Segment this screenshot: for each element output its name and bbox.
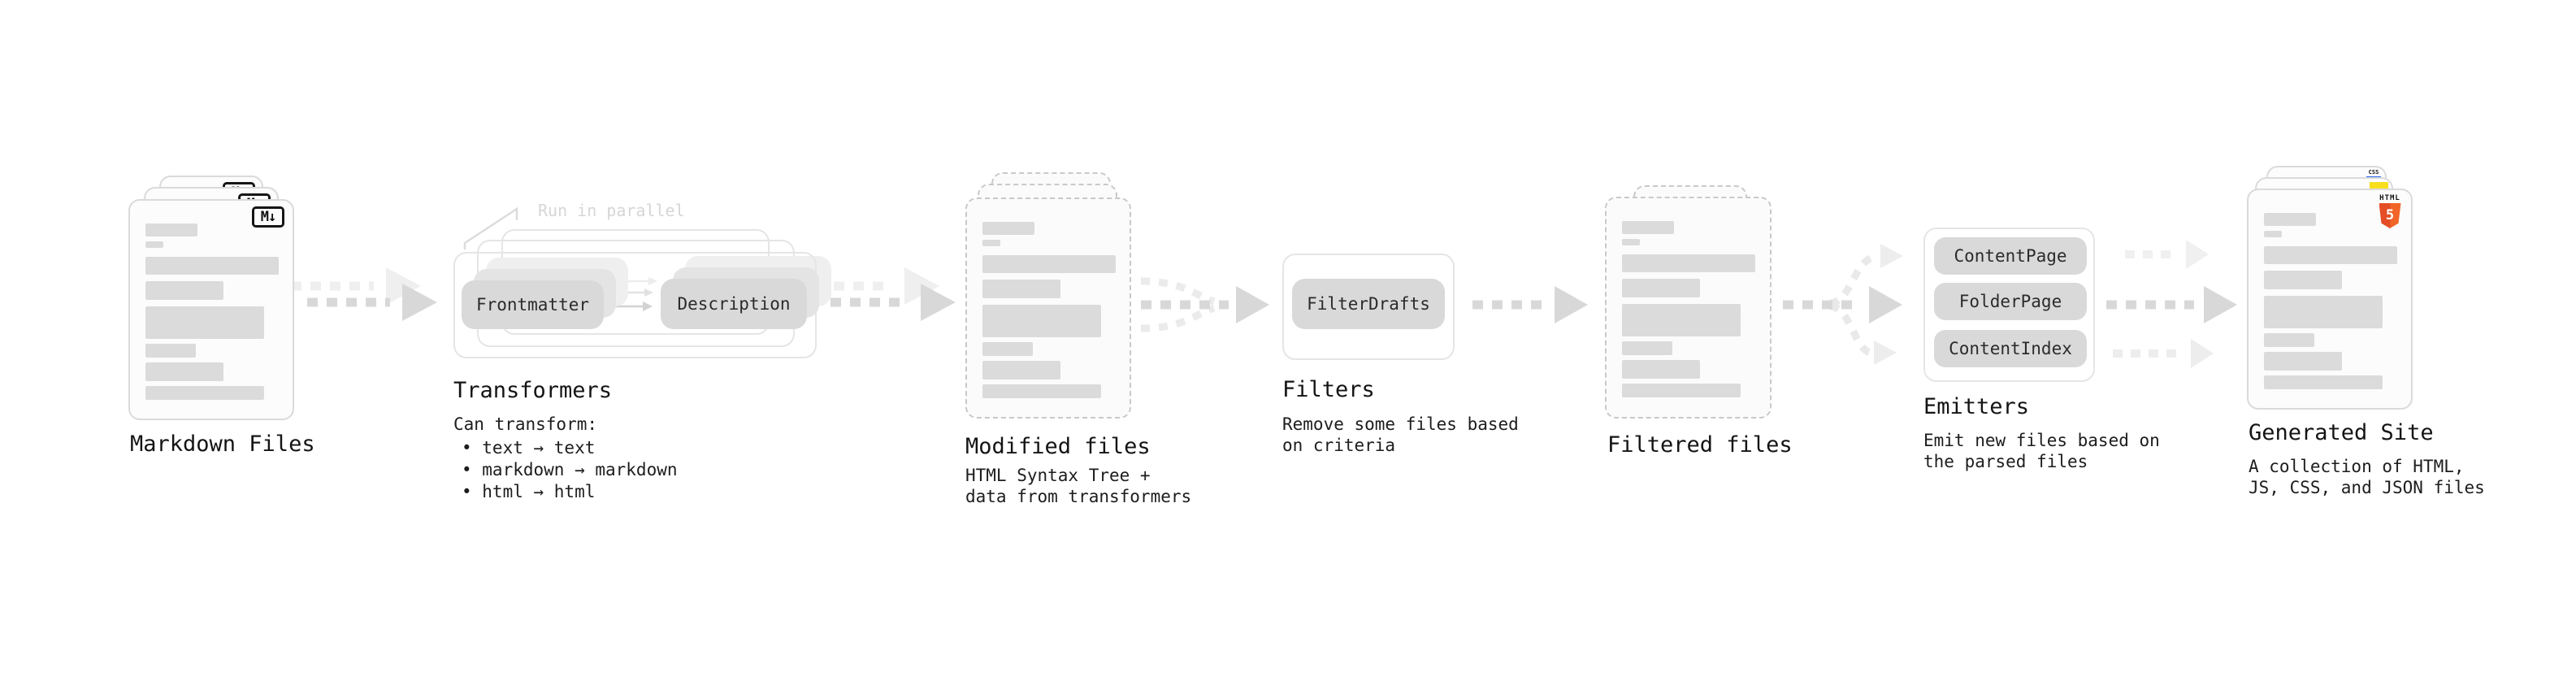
generated-doc-front: HTML 5: [2247, 189, 2413, 410]
filtered-files-label: Filtered files: [1607, 432, 1793, 458]
description-pill: Description: [661, 279, 807, 329]
bullet-item: • text → text: [462, 438, 596, 458]
arrow-transformers-to-modified: [830, 284, 956, 321]
filters-sub: Remove some files based on criteria: [1282, 414, 1519, 455]
generated-site-sub: A collection of HTML, JS, CSS, and JSON …: [2249, 457, 2485, 497]
emitters-sub: Emit new files based on the parsed files: [1923, 431, 2160, 471]
modified-files-sub: HTML Syntax Tree + data from transformer…: [965, 466, 1192, 506]
skeleton-text-lines: [2249, 190, 2411, 389]
transformers-label: Transformers: [453, 378, 613, 403]
markdown-icon: M↓: [252, 206, 284, 228]
filterdrafts-pill: FilterDrafts: [1292, 279, 1445, 329]
contentpage-pill: ContentPage: [1934, 237, 2087, 275]
transformers-bullet-list: • text → text • markdown → markdown • ht…: [453, 437, 678, 503]
arrow-transformers-to-modified-ghost: [814, 267, 939, 305]
emitters-frame: [1923, 228, 2095, 382]
modified-doc-front: [965, 197, 1131, 419]
skeleton-text-lines: [1607, 198, 1770, 397]
filtered-doc-front: [1605, 197, 1772, 419]
markdown-doc-front: M↓: [128, 199, 294, 420]
folderpage-pill: FolderPage: [1934, 283, 2087, 320]
html5-icon: HTML 5: [2376, 194, 2404, 228]
frontmatter-pill: Frontmatter: [462, 280, 604, 329]
arrow-filtered-to-emitters: [1783, 244, 1903, 365]
emitters-label: Emitters: [1923, 394, 2030, 419]
generated-site-label: Generated Site: [2249, 420, 2434, 445]
filters-frame: [1282, 254, 1455, 360]
transformer-run-front: [453, 252, 817, 358]
arrow-markdown-to-transformers: [307, 284, 437, 321]
markdown-files-label: Markdown Files: [130, 432, 315, 457]
bullet-item: • markdown → markdown: [462, 460, 678, 479]
bullet-item: • html → html: [462, 482, 596, 501]
arrow-markdown-to-transformers-ghost: [291, 267, 421, 305]
arrow-filters-to-filtered: [1472, 286, 1588, 323]
run-in-parallel-note: Run in parallel: [538, 201, 685, 220]
arrow-modified-to-filters: [1140, 277, 1269, 332]
skeleton-text-lines: [130, 201, 293, 400]
transformers-sub-title: Can transform:: [453, 414, 598, 434]
arrow-emitters-to-generated: [2106, 240, 2237, 368]
filters-label: Filters: [1282, 377, 1375, 402]
skeleton-text-lines: [967, 199, 1130, 398]
js-icon: [2370, 182, 2388, 191]
modified-files-label: Modified files: [965, 434, 1151, 459]
contentindex-pill: ContentIndex: [1934, 330, 2087, 367]
